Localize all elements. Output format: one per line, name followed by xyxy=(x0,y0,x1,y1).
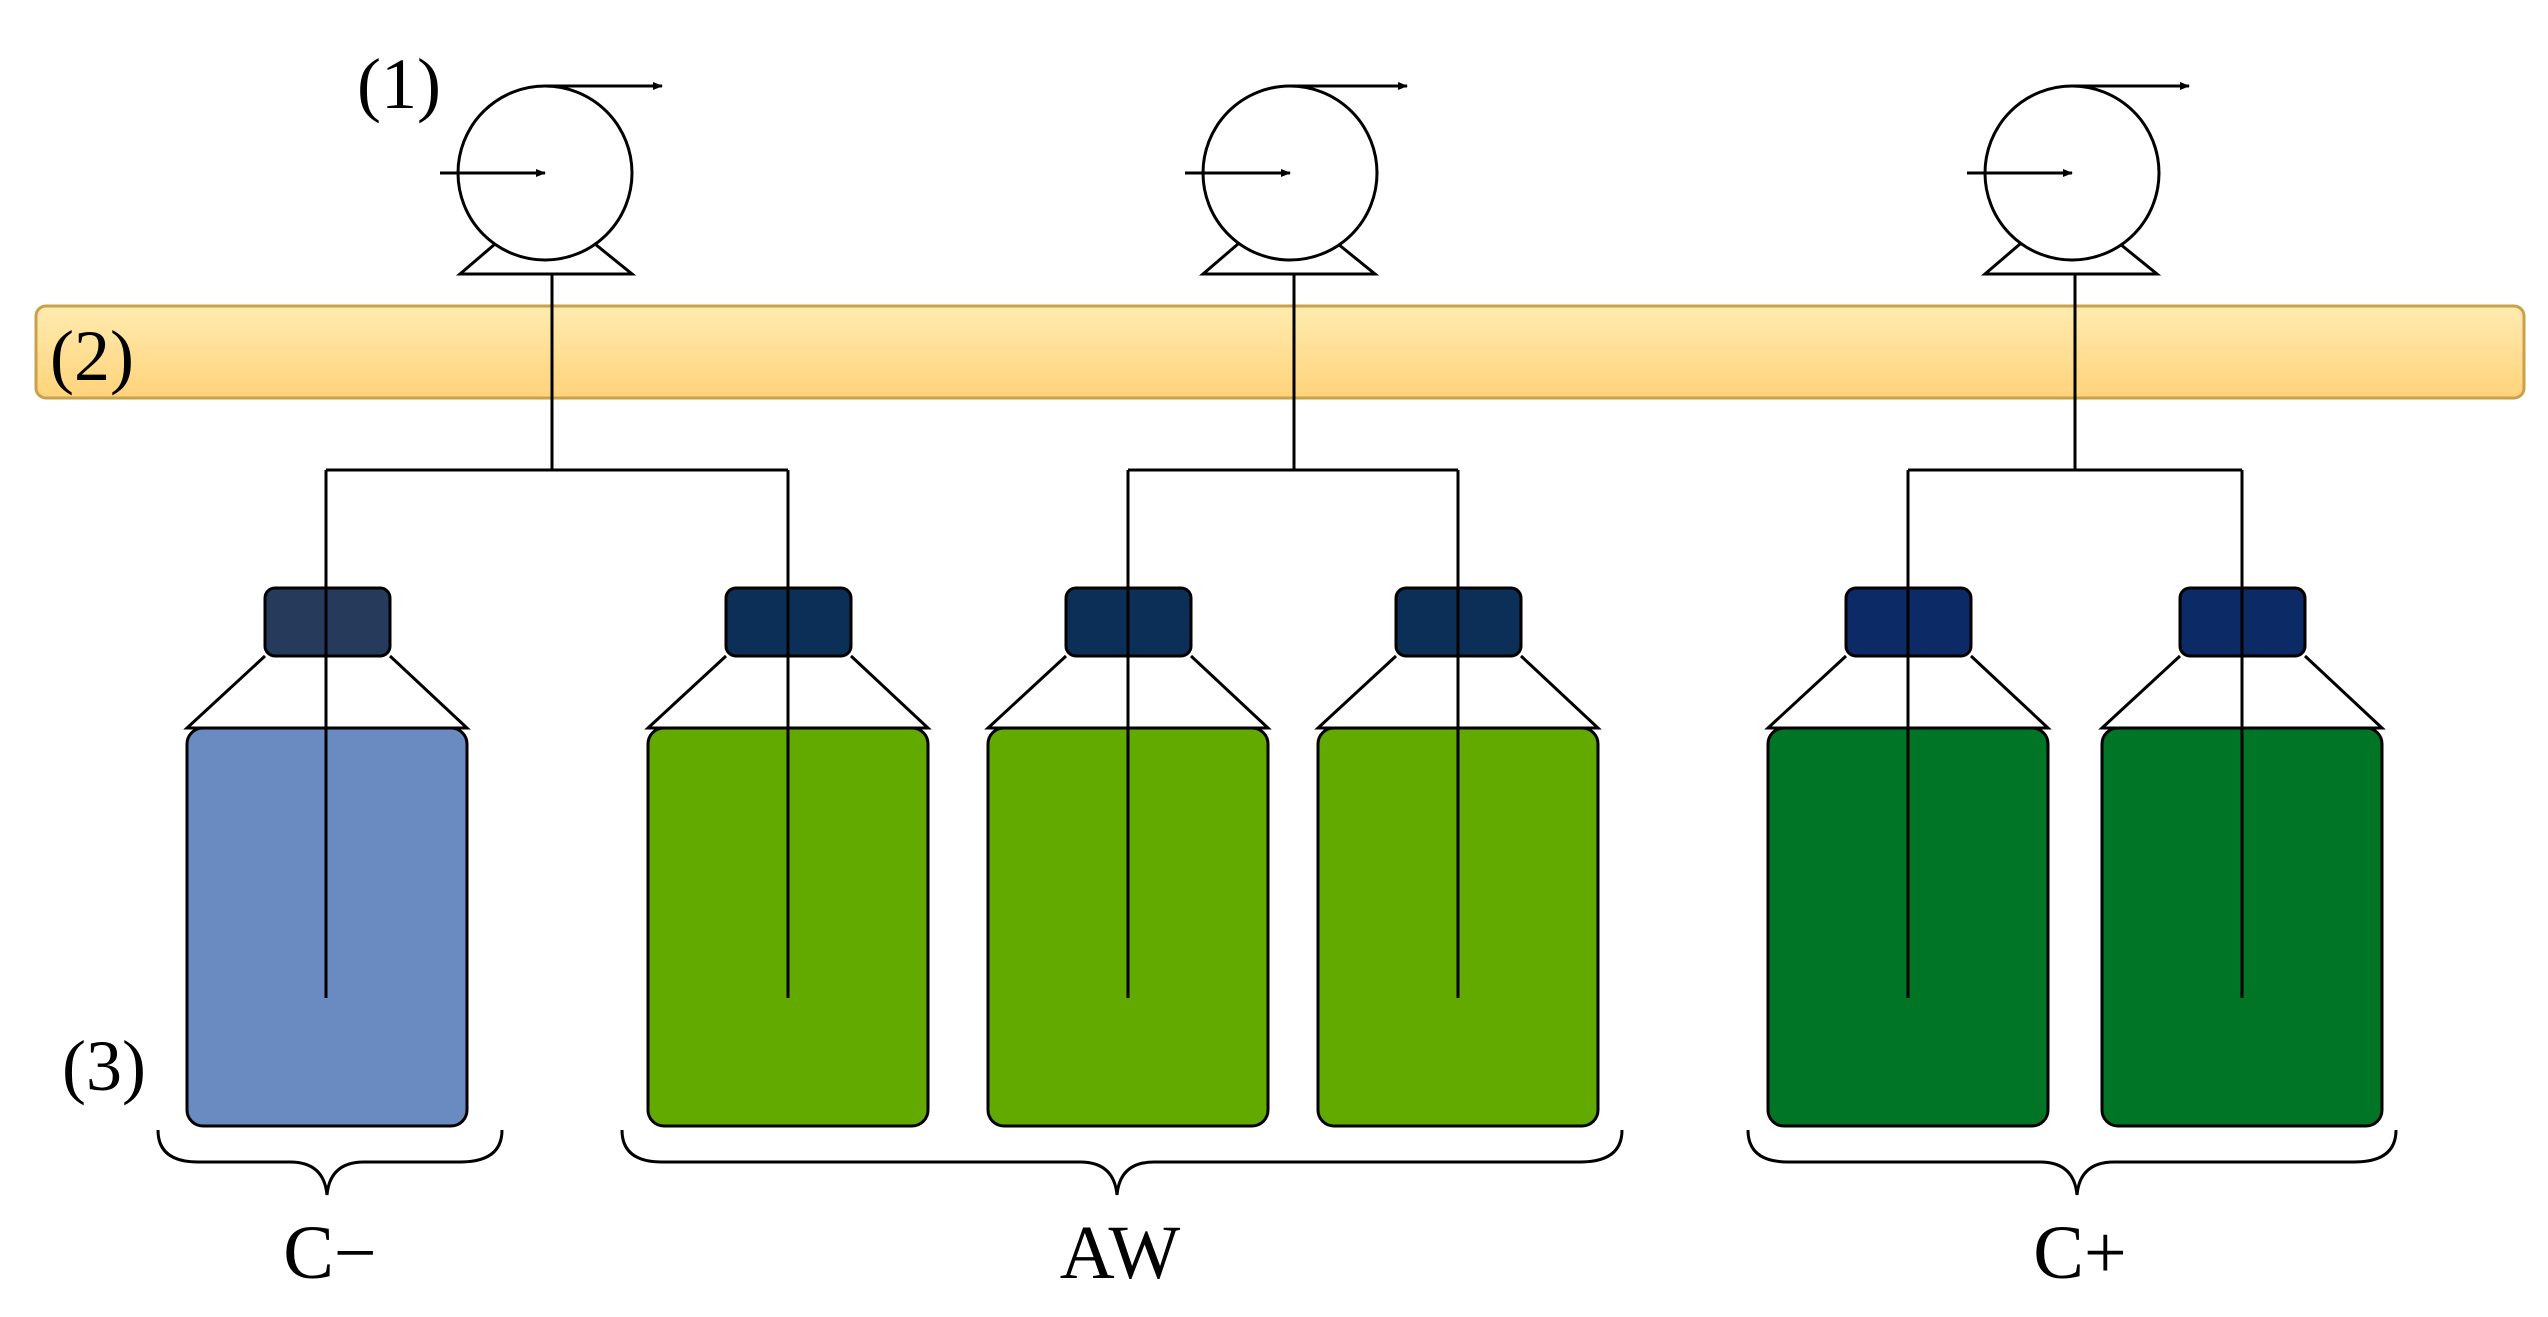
bottle-c-plus-1 xyxy=(1764,586,2052,1128)
bottle-c-minus xyxy=(183,586,471,1128)
bottle-label: (3) xyxy=(62,1026,146,1106)
bottle-aw-1 xyxy=(644,586,932,1128)
group-label-aw: AW xyxy=(1060,1211,1181,1295)
light-bar xyxy=(34,304,2526,400)
brace-icon xyxy=(1746,1129,2398,1196)
pump-label: (1) xyxy=(357,44,441,124)
bar-label: (2) xyxy=(50,316,134,396)
bottle-aw-3 xyxy=(1314,586,1602,1128)
bottle-aw-2 xyxy=(984,586,1272,1128)
brace-icon xyxy=(620,1129,1624,1196)
pump-2 xyxy=(1185,82,1408,276)
pump-3 xyxy=(1967,82,2190,276)
brace-icon xyxy=(156,1129,504,1196)
braces xyxy=(156,1129,2398,1196)
pump-1 xyxy=(440,82,663,276)
group-label-c-minus: C− xyxy=(283,1211,377,1295)
bottle-c-plus-2 xyxy=(2098,586,2386,1128)
group-label-c-plus: C+ xyxy=(2033,1211,2127,1295)
